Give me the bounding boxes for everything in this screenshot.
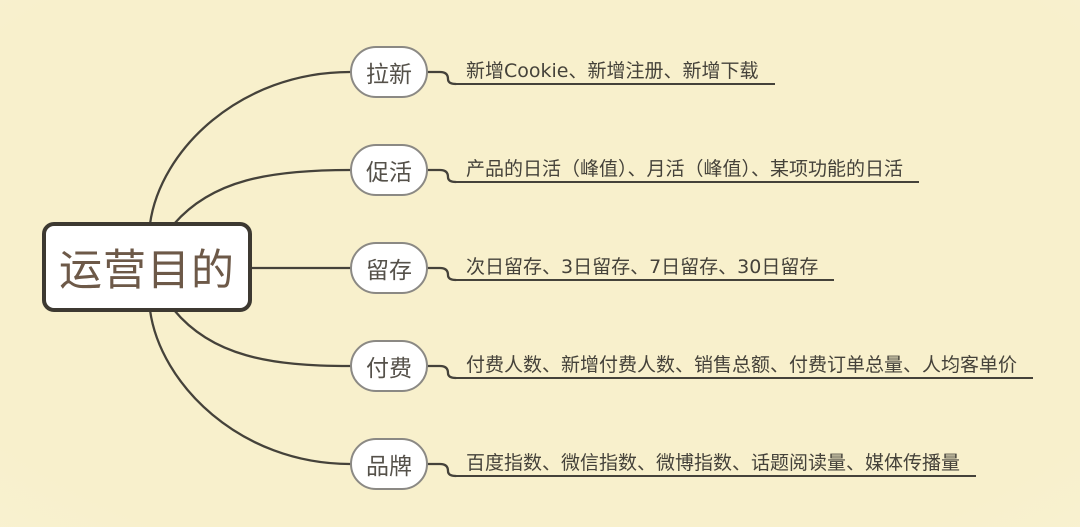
- bottom-white-strip: [0, 527, 1080, 531]
- connector-branch-3-to-leaf: [426, 266, 458, 282]
- branch-node-new-user-acquisition[interactable]: 拉新: [350, 46, 428, 98]
- connector-branch-4-to-leaf: [426, 364, 458, 380]
- connector-branch-1-to-leaf: [426, 70, 458, 86]
- leaf-node-brand-metrics[interactable]: 百度指数、微信指数、微博指数、话题阅读量、媒体传播量: [456, 451, 977, 477]
- connector-root-to-branch-5: [148, 308, 352, 466]
- leaf-node-payment-metrics[interactable]: 付费人数、新增付费人数、销售总额、付费订单总量、人均客单价: [456, 353, 1034, 379]
- root-node-label: 运营目的: [59, 246, 235, 296]
- leaf-node-retention-metrics[interactable]: 次日留存、3日留存、7日留存、30日留存: [456, 255, 835, 281]
- leaf-node-new-user-metrics[interactable]: 新增Cookie、新增注册、新增下载: [456, 59, 775, 85]
- branch-node-label: 促活: [366, 160, 412, 186]
- leaf-node-activation-metrics[interactable]: 产品的日活（峰值）、月活（峰值）、某项功能的日活: [456, 157, 920, 183]
- connector-root-to-branch-4: [172, 308, 352, 368]
- branch-node-label: 拉新: [366, 62, 412, 88]
- branch-node-label: 付费: [366, 356, 412, 382]
- branch-node-brand[interactable]: 品牌: [350, 438, 428, 490]
- connector-branch-2-to-leaf: [426, 168, 458, 184]
- branch-node-label: 留存: [366, 258, 412, 284]
- branch-node-activation[interactable]: 促活: [350, 144, 428, 196]
- connector-root-to-branch-1: [148, 70, 352, 226]
- connector-branch-5-to-leaf: [426, 462, 458, 478]
- root-node-operation-purpose[interactable]: 运营目的: [42, 222, 252, 312]
- branch-node-retention[interactable]: 留存: [350, 242, 428, 294]
- branch-node-payment[interactable]: 付费: [350, 340, 428, 392]
- connector-root-to-branch-2: [172, 168, 352, 226]
- branch-node-label: 品牌: [366, 454, 412, 480]
